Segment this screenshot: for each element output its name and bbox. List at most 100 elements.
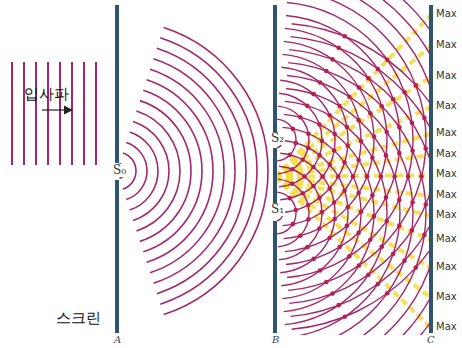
wavefront (11, 62, 13, 165)
screen-c (429, 5, 433, 333)
wavefront (136, 111, 180, 231)
crest-dot (397, 125, 402, 130)
wavefront (126, 142, 147, 199)
crest-dot (327, 186, 332, 191)
crest-dot (345, 144, 350, 149)
crest-dot (391, 97, 396, 102)
crest-dot (422, 233, 427, 238)
crest-dot (290, 181, 295, 186)
crest-dot (300, 191, 305, 196)
crest-dot (419, 174, 424, 179)
crest-dot (384, 153, 389, 158)
crest-dot (384, 130, 389, 135)
wavefront (284, 114, 374, 311)
crest-dot (410, 200, 415, 205)
crest-dot (376, 67, 381, 72)
crest-dot (291, 127, 296, 132)
wavefront (287, 76, 413, 335)
crest-dot (347, 94, 352, 99)
crest-dot (384, 219, 389, 224)
wavefront (292, 0, 429, 329)
crest-dot (366, 273, 371, 278)
maximum-line (277, 77, 429, 177)
crest-dot (306, 203, 311, 208)
wavefront (282, 54, 361, 225)
crest-intersections (281, 34, 428, 319)
crest-dot (293, 208, 298, 213)
maximum-label: Max (435, 209, 458, 220)
crest-dot (410, 148, 415, 153)
crest-dot (376, 282, 381, 287)
wavefront (95, 62, 97, 165)
maximum-label: Max (435, 70, 458, 81)
crest-dot (368, 111, 373, 116)
crest-dot (317, 196, 322, 201)
two-source-waves (277, 0, 429, 335)
wavefront (290, 0, 429, 316)
wavefront (160, 38, 257, 304)
crest-dot (327, 162, 332, 167)
crest-dot (370, 155, 375, 160)
screen-label: 스크린 (56, 310, 101, 327)
crest-dot (365, 174, 370, 179)
crest-dot (356, 231, 361, 236)
wavefront (83, 62, 85, 165)
crest-dot (402, 258, 407, 263)
crest-dot (410, 228, 415, 233)
maximum-label: Max (435, 148, 458, 159)
crest-dot (320, 174, 325, 179)
crest-dot (372, 214, 377, 219)
incident-plane-waves (12, 62, 96, 165)
maximum-label: Max (435, 8, 458, 19)
crest-dot (357, 85, 362, 90)
crest-dot (385, 57, 390, 62)
crest-dot (300, 157, 305, 162)
crest-dot (330, 291, 335, 296)
crest-dot (370, 193, 375, 198)
crest-dot (356, 191, 361, 196)
wavefront (284, 41, 374, 238)
crest-dot (318, 268, 323, 273)
slit-label: S₂ (270, 132, 285, 145)
wave-label: 입사파 (24, 86, 69, 103)
crest-dot (423, 146, 428, 151)
crest-dot (379, 174, 384, 179)
crest-dot (306, 217, 311, 222)
crest-dot (305, 245, 310, 250)
crest-dot (366, 76, 371, 81)
crest-dot (291, 222, 296, 227)
crest-dot (332, 200, 337, 205)
maximum-label: Max (435, 291, 458, 302)
crest-dot (345, 205, 350, 210)
crest-dot (302, 174, 307, 179)
crest-dot (337, 104, 342, 109)
crest-dot (372, 134, 377, 139)
crest-dot (336, 46, 341, 51)
crest-dot (320, 210, 325, 215)
wavefront (47, 62, 49, 165)
barrier-letter: B (272, 334, 279, 345)
maximum-label: Max (435, 321, 458, 332)
maximum-line (277, 107, 429, 177)
wavefront (143, 90, 202, 252)
crest-dot (332, 148, 337, 153)
crest-dot (397, 223, 402, 228)
crest-dot (402, 90, 407, 95)
circular-waves (119, 27, 268, 314)
crest-dot (357, 263, 362, 268)
wavefront (157, 48, 246, 293)
barrier-letter: C (427, 334, 435, 345)
wavefront (289, 50, 429, 335)
crest-dot (392, 174, 397, 179)
slit-label: S₀ (112, 164, 127, 177)
crest-dot (410, 120, 415, 125)
wavefront (279, 166, 322, 260)
wavefront (285, 28, 387, 251)
crest-dot (332, 217, 337, 222)
crest-dot (327, 113, 332, 118)
crest-dot (311, 257, 316, 262)
crest-dot (345, 125, 350, 130)
crest-dot (336, 303, 341, 308)
wavefront (140, 101, 191, 242)
wavefront (153, 59, 235, 283)
